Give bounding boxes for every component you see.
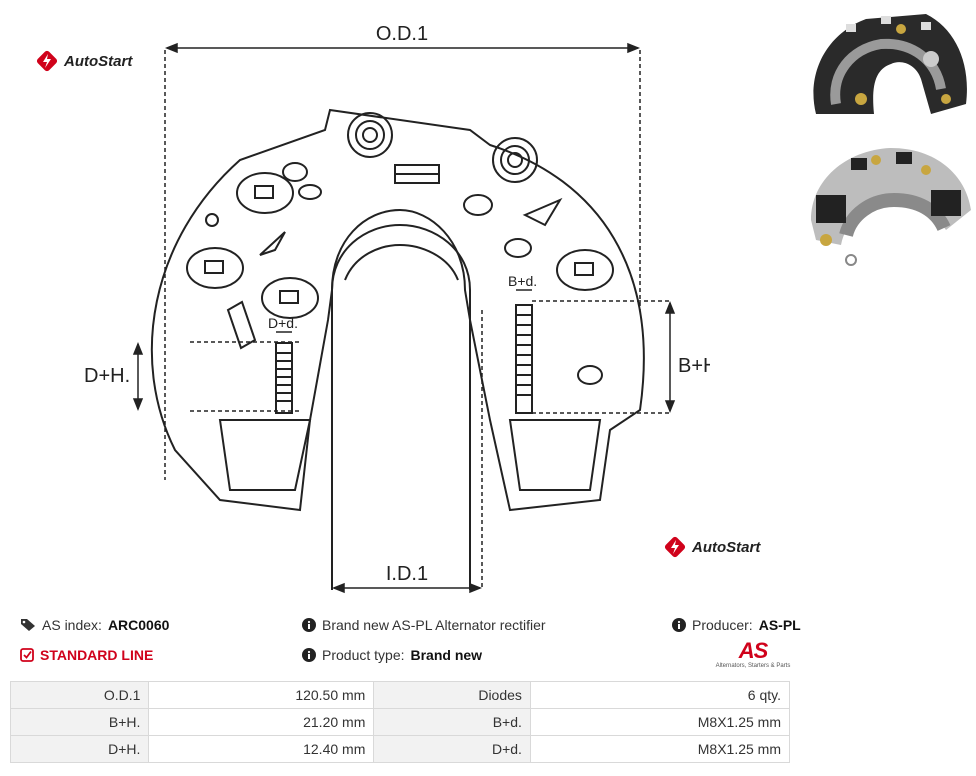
spec-value: M8X1.25 mm bbox=[529, 735, 791, 763]
description: Brand new AS-PL Alternator rectifier bbox=[302, 617, 546, 633]
autostart-logo-top: AutoStart bbox=[36, 50, 132, 72]
product-photo-bottom bbox=[811, 148, 971, 266]
autostart-logo-text: AutoStart bbox=[64, 52, 133, 70]
label-bd: B+d. bbox=[508, 273, 537, 289]
spec-key: D+H. bbox=[9, 735, 150, 763]
label-bh: B+H. bbox=[678, 355, 710, 377]
as-index-value: ARC0060 bbox=[107, 617, 170, 633]
info-icon bbox=[302, 648, 316, 662]
spec-key: O.D.1 bbox=[9, 681, 150, 709]
tag-icon bbox=[21, 619, 35, 631]
as-pl-logo: AS Alternators, Starters & Parts bbox=[715, 640, 791, 670]
autostart-logo-text: AutoStart bbox=[692, 538, 761, 556]
spec-value: M8X1.25 mm bbox=[529, 708, 791, 736]
spec-key: B+H. bbox=[9, 708, 150, 736]
autostart-logo-icon bbox=[36, 50, 58, 72]
spec-value: 12.40 mm bbox=[148, 735, 375, 763]
as-pl-logo-tagline: Alternators, Starters & Parts bbox=[715, 663, 791, 669]
label-od1: O.D.1 bbox=[376, 23, 428, 45]
checkbox-icon bbox=[20, 648, 34, 662]
autostart-logo-bottom: AutoStart bbox=[664, 536, 760, 558]
spec-value: 6 qty. bbox=[529, 681, 791, 709]
product-photo-top bbox=[813, 14, 967, 114]
as-pl-logo-mark: AS bbox=[738, 638, 769, 663]
standard-line-badge: STANDARD LINE bbox=[20, 647, 153, 663]
label-dd: D+d. bbox=[268, 315, 298, 331]
spec-value: 120.50 mm bbox=[148, 681, 375, 709]
product-type-label: Product type: bbox=[322, 647, 405, 663]
info-icon bbox=[302, 618, 316, 632]
autostart-logo-icon bbox=[664, 536, 686, 558]
label-dh: D+H. bbox=[84, 365, 130, 387]
spec-key: B+d. bbox=[373, 708, 531, 736]
description-text: Brand new AS-PL Alternator rectifier bbox=[322, 617, 546, 633]
spec-key: D+d. bbox=[373, 735, 531, 763]
as-index: AS index: ARC0060 bbox=[20, 617, 169, 633]
as-index-label: AS index: bbox=[42, 617, 102, 633]
producer-label: Producer: bbox=[692, 617, 753, 633]
product-type: Product type: Brand new bbox=[302, 647, 482, 663]
producer-value: AS-PL bbox=[758, 617, 801, 633]
standard-line-text: STANDARD LINE bbox=[40, 647, 154, 663]
spec-value: 21.20 mm bbox=[148, 708, 375, 736]
rectifier-technical-drawing: O.D.1 I.D.1 B+H. D+H. B+d. D+d. bbox=[84, 23, 710, 594]
spec-key: Diodes bbox=[373, 681, 531, 709]
product-type-value: Brand new bbox=[410, 647, 483, 663]
label-id1: I.D.1 bbox=[386, 563, 428, 585]
producer: Producer: AS-PL bbox=[672, 617, 801, 633]
info-icon bbox=[672, 618, 686, 632]
